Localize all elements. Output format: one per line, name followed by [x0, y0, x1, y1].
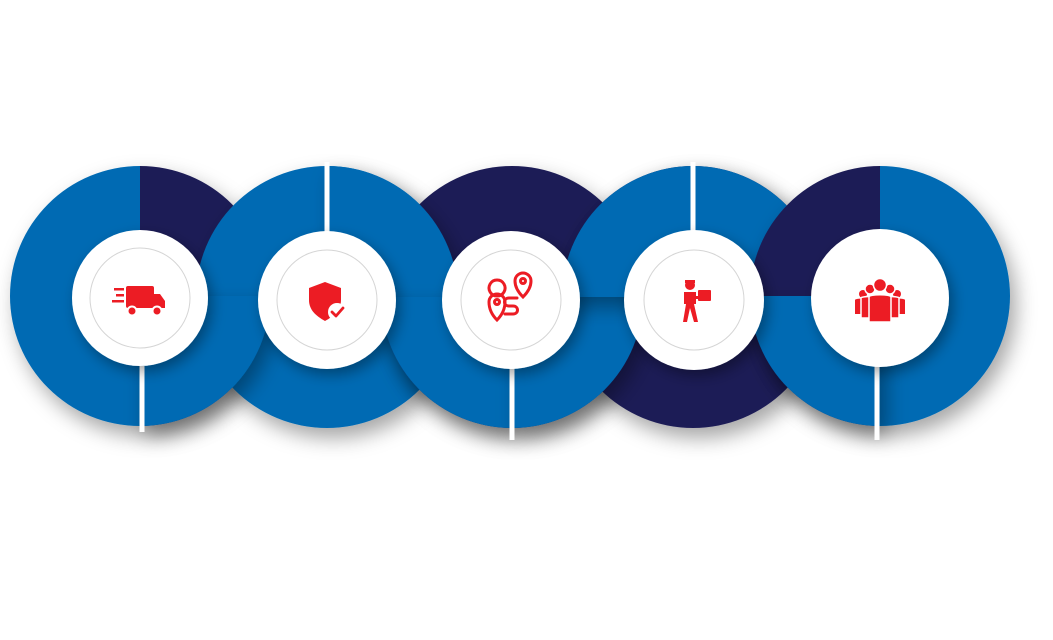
step-3-inner-ring [460, 249, 562, 351]
step-1-inner-ring [89, 247, 191, 349]
step-3-center [442, 231, 580, 369]
shield-check-icon [309, 282, 346, 321]
delivery-person-icon [683, 280, 711, 322]
delivery-truck-icon [112, 286, 165, 317]
customer-group-icon [855, 277, 905, 323]
step-2-inner-ring [276, 249, 378, 351]
step-4-inner-ring [643, 249, 745, 351]
separators [139, 162, 880, 440]
route-pins-icon [487, 271, 533, 323]
